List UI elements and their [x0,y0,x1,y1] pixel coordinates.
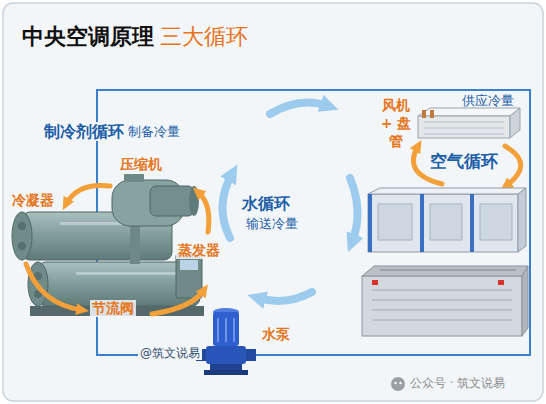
rooftop-unit [372,300,512,301]
part-label: 节流阀 [90,300,136,317]
rooftop-unit [362,266,528,276]
rooftop-unit [380,270,516,271]
title: 中央空调原理 [22,24,154,50]
air-flow-arrow [505,146,521,186]
air-handling-unit [480,204,512,240]
cycle-name: 空气循环 [430,151,498,171]
part-label: 冷凝器 [12,192,54,209]
fan-coil-unit [424,128,504,129]
refrigerant-arrow [26,264,82,310]
water-flow-arrow [270,102,328,114]
rooftop-unit [498,280,504,285]
wechat-icon [391,377,405,391]
chiller-unit [176,254,202,298]
cycle-name: 制冷剂循环 [42,122,126,141]
water-flow-arrow [350,178,358,242]
fan-coil-unit [510,108,520,138]
fan-coil-unit [430,110,434,118]
air-handling-unit [518,188,526,252]
air-handling-unit [368,194,372,252]
chiller-unit [124,174,144,182]
page-ground [3,3,543,401]
rooftop-unit [372,280,378,285]
fan-coil-unit [418,108,520,138]
wechat-icon [391,377,405,391]
water-flow-arrow [222,102,357,300]
chiller-unit [18,222,26,230]
title-accent: 三大循环 [160,24,248,50]
fan-coil-unit [424,122,504,123]
cycle-role: 制备冷量 [128,124,180,140]
fan-coil-unit [424,134,504,135]
water-pump [233,318,235,342]
water-pump [217,318,219,342]
air-flow-arrow [413,146,520,186]
air-handling-unit [368,188,526,252]
water-pump [206,346,246,364]
fan-coil-unit [418,116,510,138]
part-label: 蒸发器 [176,242,222,259]
air-handling-unit [470,194,474,252]
water-flow-arrow [222,174,232,238]
water-flow-arrow [258,292,312,301]
air-handling-unit [430,204,462,240]
chiller-unit [150,186,194,216]
water-pump [196,308,256,375]
cycle-role: 供应冷量 [462,93,514,109]
refrigerant-arrow [66,185,110,204]
page-ground [3,3,543,401]
air-handling-unit [378,204,412,240]
rooftop-unit [372,290,512,291]
part-label: 压缩机 [120,156,162,173]
water-pump [213,312,239,346]
refrigerant-arrow [152,290,204,314]
part-label: 风机 + 盘管 [380,96,412,151]
rooftop-unit [362,276,522,336]
cycle-name: 水循环 [242,194,290,213]
air-handling-unit [368,188,526,194]
chiller-unit [18,242,26,250]
watermark: 公众号 · 筑文说易 [410,376,505,390]
author-mark: @筑文说易 [138,346,202,360]
rooftop-unit [522,266,528,336]
rooftop-unit [372,320,512,321]
air-handling-unit [368,194,518,252]
wechat-icon [399,382,401,384]
chiller-unit [12,212,32,260]
cycle-role: 输送冷量 [246,216,298,232]
chiller-unit [180,260,198,270]
refrigerant-arrow [198,192,209,232]
fan-coil-unit [422,110,426,118]
part-label: 水泵 [262,326,290,343]
chiller-unit [76,272,186,275]
rooftop-unit [362,266,528,336]
water-pump [210,364,242,370]
water-pump [225,318,227,342]
water-pump [246,349,256,361]
wechat-icon [394,382,396,384]
rooftop-unit [372,310,512,311]
air-handling-unit [420,194,424,252]
water-pump [204,370,248,375]
